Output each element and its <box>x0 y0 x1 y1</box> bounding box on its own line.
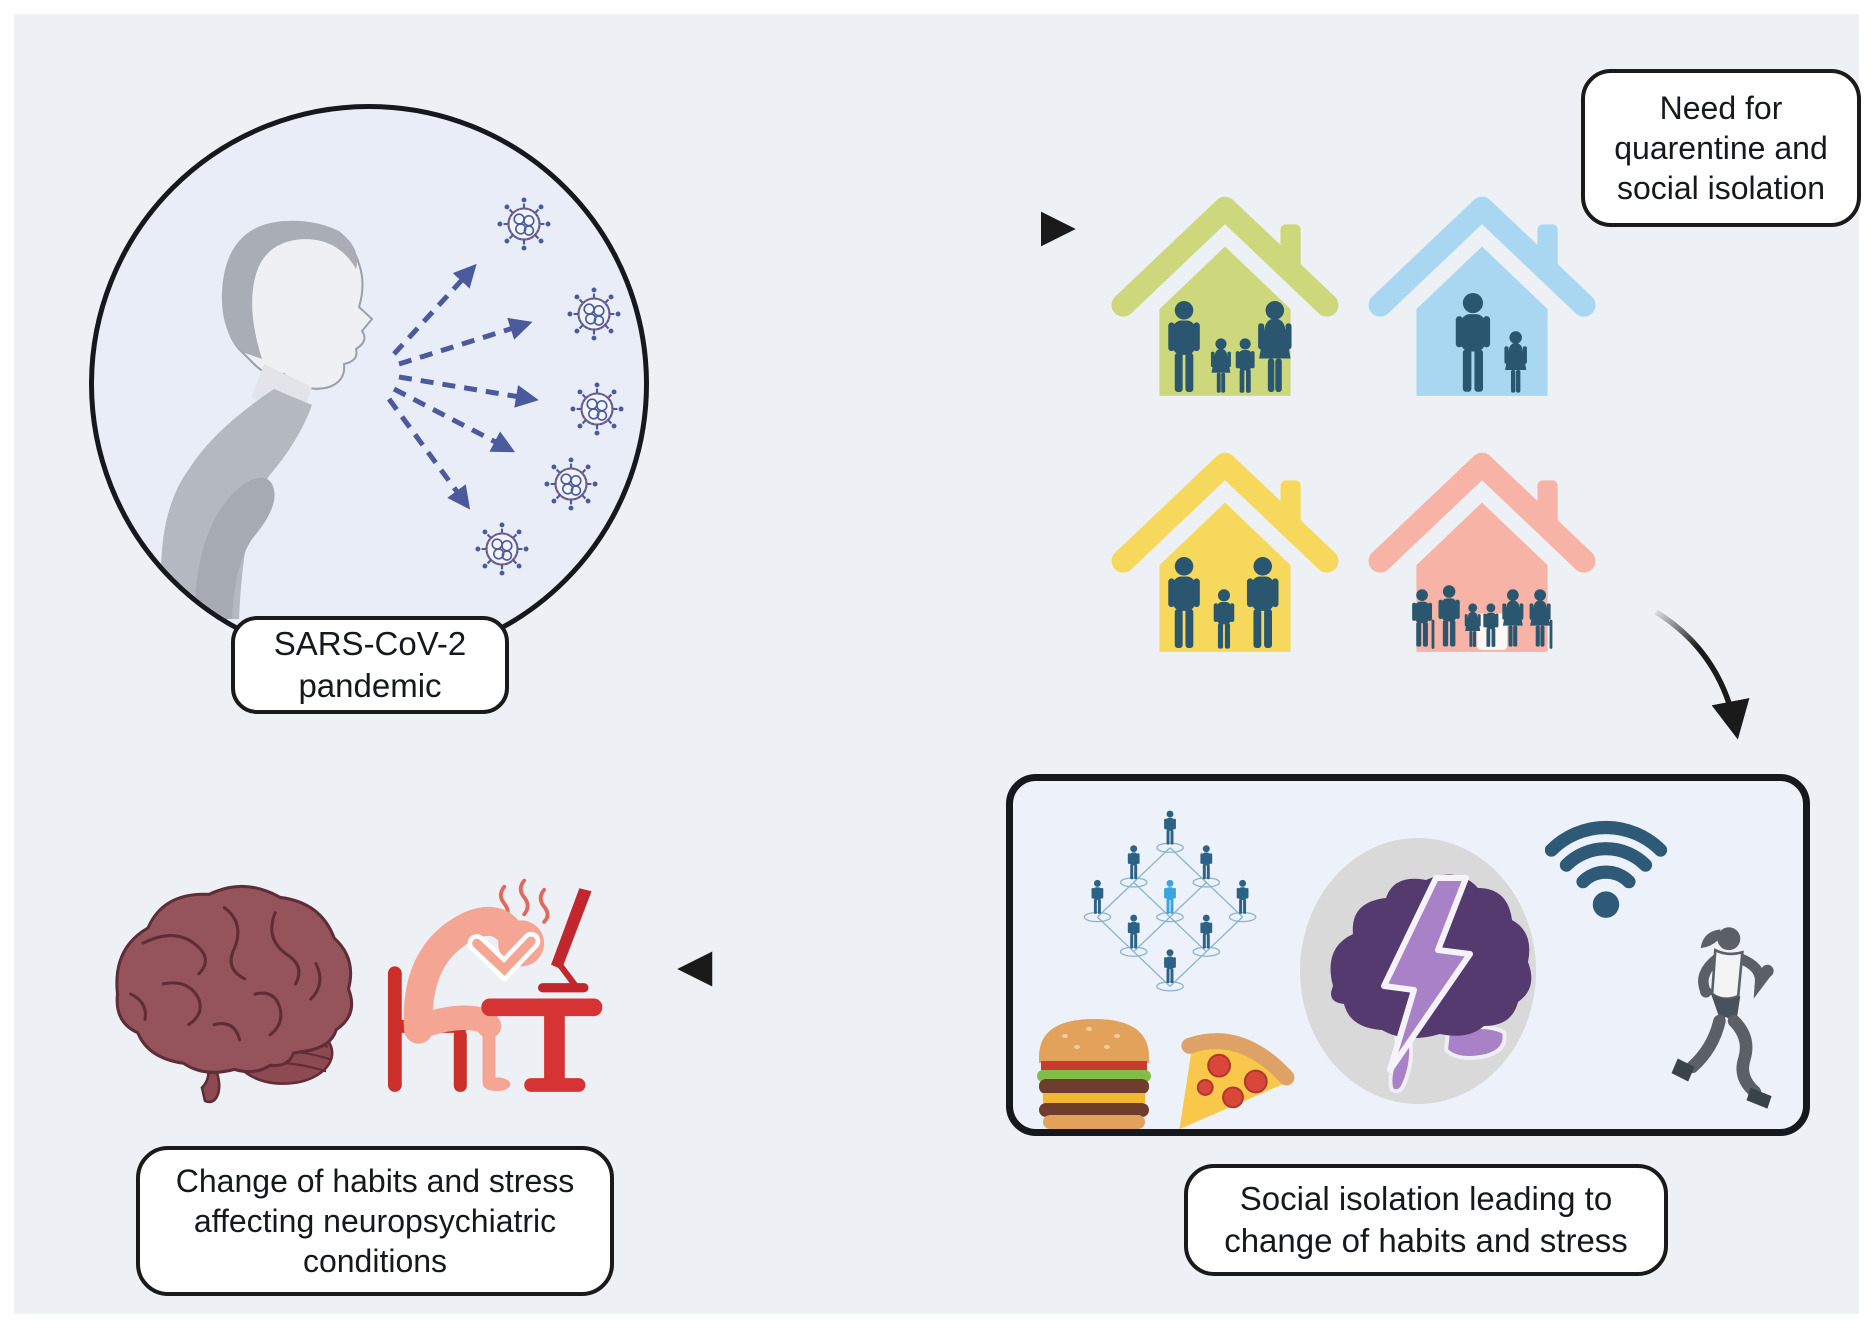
pandemic-label: SARS-CoV-2 pandemic <box>231 616 509 714</box>
wifi-icon <box>1545 820 1668 918</box>
coronavirus-icon <box>566 286 622 342</box>
quarantine-label-text: Need for quarentine and social isolation <box>1614 89 1828 207</box>
exhale-spread-overlay <box>386 196 625 577</box>
pandemic-label-text: SARS-CoV-2 pandemic <box>273 625 467 704</box>
pizza-slice-icon <box>1179 1033 1295 1130</box>
highlighted-person <box>1164 879 1176 914</box>
arrow-left-icon <box>677 951 949 987</box>
hunched-person <box>403 906 545 1092</box>
house-family-yellow-icon <box>1111 452 1339 652</box>
coronavirus-icon <box>496 196 552 252</box>
coronavirus-icon <box>474 521 530 577</box>
curved-arrow-icon <box>1654 609 1750 740</box>
extended-family <box>1412 585 1553 649</box>
isolation-label: Social isolation leading to change of ha… <box>1184 1164 1668 1276</box>
person-exhaling-icon <box>161 220 374 619</box>
brain-lightning-icon <box>1300 838 1536 1104</box>
stressed-person-at-desk-icon <box>387 878 603 1092</box>
coronavirus-icon <box>569 381 625 437</box>
running-woman-icon <box>1671 927 1774 1109</box>
diagram-canvas: SARS-CoV-2 pandemic <box>14 14 1861 1314</box>
people-network-icon <box>1083 810 1257 992</box>
neuro-label-text: Change of habits and stress affecting ne… <box>175 1162 575 1280</box>
arrow-right-icon <box>684 211 1076 247</box>
hamburger-icon <box>1037 1019 1151 1129</box>
desk-and-monitor <box>481 888 603 1092</box>
house-family-pink-icon <box>1368 452 1596 652</box>
neuro-label: Change of habits and stress affecting ne… <box>136 1146 614 1296</box>
coronavirus-icon <box>543 456 599 512</box>
house-family-green-icon <box>1111 196 1339 396</box>
pandemic-circle <box>89 104 649 664</box>
isolation-label-text: Social isolation leading to change of ha… <box>1224 1180 1628 1259</box>
dashed-arrows <box>386 263 539 510</box>
house-family-blue-icon <box>1368 196 1596 396</box>
isolation-box <box>1006 774 1810 1136</box>
anatomical-brain-icon <box>115 884 354 1104</box>
quarantine-label: Need for quarentine and social isolation <box>1581 69 1861 227</box>
